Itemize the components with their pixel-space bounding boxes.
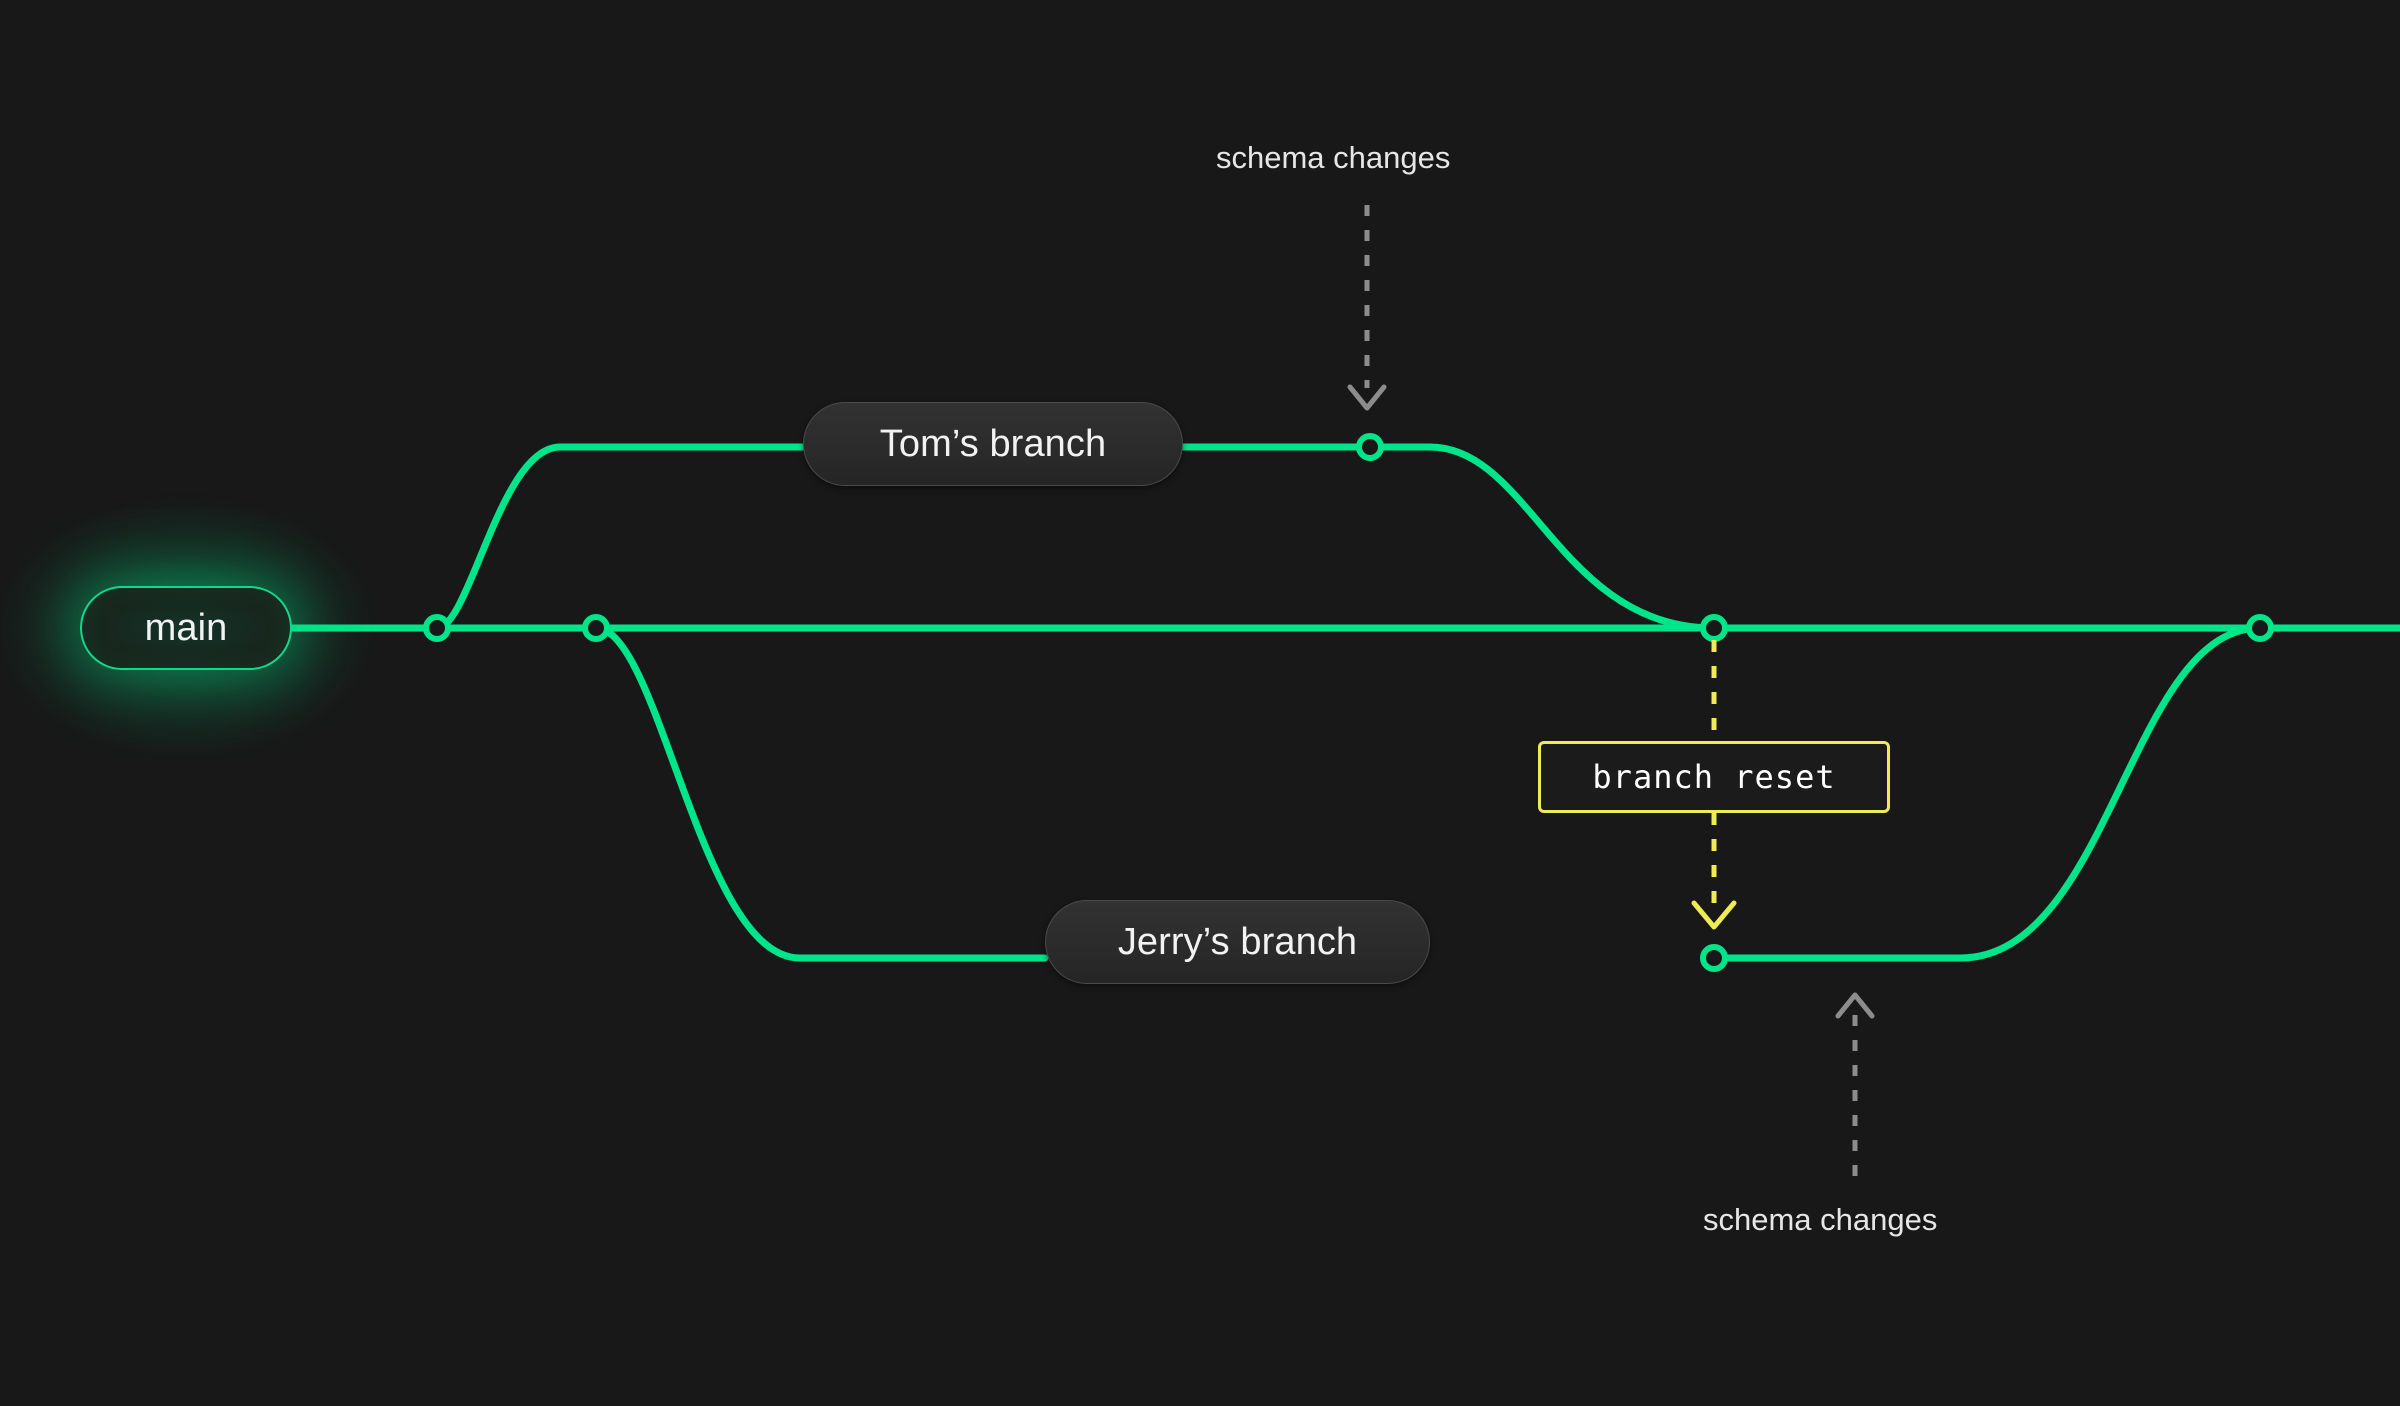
commit-node-tom-schema-change[interactable] xyxy=(1356,433,1384,461)
branch-reset-arrowhead-icon xyxy=(1691,900,1737,930)
branch-reset-callout[interactable]: branch reset xyxy=(1538,741,1890,813)
tom-branch-merge-curve xyxy=(1426,443,1718,632)
branch-reset-connector xyxy=(1691,640,1737,930)
jerry-branch-fork-curve xyxy=(592,624,1049,962)
branch-label-main[interactable]: main xyxy=(80,586,292,670)
commit-node-main-merge-tom[interactable] xyxy=(1700,614,1728,642)
tom-branch-fork-curve xyxy=(433,443,807,632)
commit-nodes xyxy=(423,433,2274,972)
branch-label-tom[interactable]: Tom’s branch xyxy=(803,402,1183,486)
branch-label-tom-text: Tom’s branch xyxy=(879,422,1107,465)
commit-node-jerry-reset-target[interactable] xyxy=(1700,944,1728,972)
annotation-top-arrowhead-icon xyxy=(1347,384,1387,411)
annotation-arrow-bottom xyxy=(1835,992,1875,1188)
annotation-bottom-arrowhead-icon xyxy=(1835,992,1875,1019)
annotation-arrow-top xyxy=(1347,205,1387,411)
branch-label-jerry-text: Jerry’s branch xyxy=(1117,920,1358,963)
commit-node-fork-jerry[interactable] xyxy=(582,614,610,642)
commit-node-main-merge-jerry[interactable] xyxy=(2246,614,2274,642)
branch-label-main-text: main xyxy=(144,606,228,649)
annotation-label-schema-changes-top: schema changes xyxy=(1216,140,1451,175)
branch-reset-callout-text: branch reset xyxy=(1592,758,1836,796)
branch-label-jerry[interactable]: Jerry’s branch xyxy=(1045,900,1430,984)
jerry-branch-merge-curve xyxy=(1710,624,2264,962)
annotation-label-schema-changes-bottom: schema changes xyxy=(1703,1202,1938,1237)
commit-node-fork-tom[interactable] xyxy=(423,614,451,642)
